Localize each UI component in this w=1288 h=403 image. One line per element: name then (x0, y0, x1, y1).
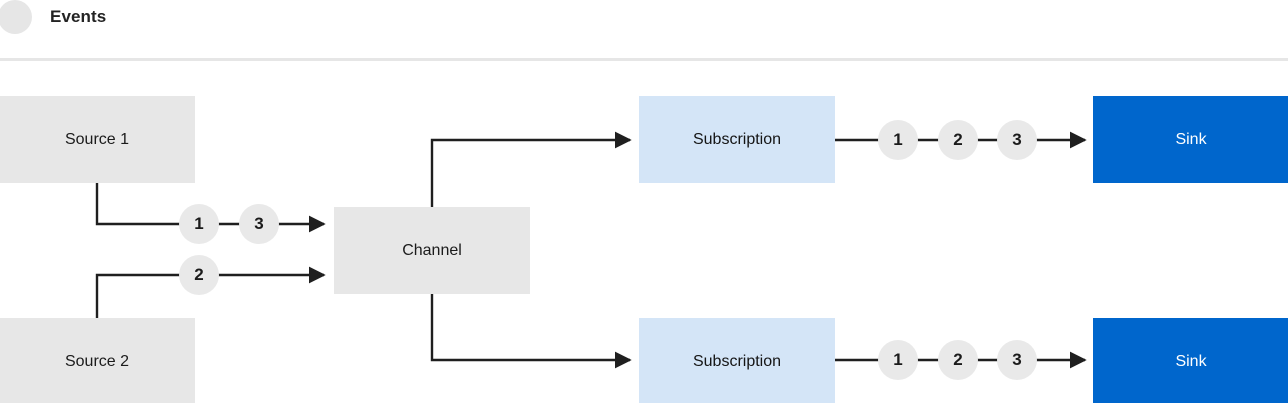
wire-channel-to-subscription-top (430, 131, 632, 207)
node-source-2-label: Source 2 (64, 352, 130, 370)
event-token-value: 2 (194, 265, 204, 284)
event-token: 1 (878, 120, 918, 160)
node-source-1-label: Source 1 (64, 130, 130, 148)
node-subscription-bottom-label: Subscription (692, 352, 782, 370)
event-token: 2 (938, 120, 978, 160)
node-channel-label: Channel (402, 241, 462, 259)
node-sink-bottom[interactable]: Sink (1093, 318, 1288, 403)
event-token: 3 (239, 204, 279, 244)
event-token: 1 (179, 204, 219, 244)
node-sink-bottom-label: Sink (1175, 352, 1207, 370)
event-token-value: 2 (953, 130, 963, 149)
node-sink-top[interactable]: Sink (1093, 96, 1288, 183)
node-subscription-bottom[interactable]: Subscription (639, 318, 835, 403)
node-sink-top-label: Sink (1175, 130, 1207, 148)
node-subscription-top[interactable]: Subscription (639, 96, 835, 183)
legend: Events (0, 0, 106, 34)
node-source-2[interactable]: Source 2 (0, 318, 195, 403)
node-subscription-top-label: Subscription (692, 130, 782, 148)
event-token: 1 (878, 340, 918, 380)
event-token-value: 1 (893, 130, 903, 149)
event-token: 3 (997, 120, 1037, 160)
node-channel[interactable]: Channel (334, 207, 530, 294)
event-token-value: 3 (1012, 350, 1022, 369)
event-token-value: 2 (953, 350, 963, 369)
event-token-value: 3 (1012, 130, 1022, 149)
event-token: 2 (938, 340, 978, 380)
wire-channel-to-subscription-bottom (430, 294, 632, 369)
event-token: 3 (997, 340, 1037, 380)
event-token: 2 (179, 255, 219, 295)
event-circle-icon (0, 0, 32, 34)
node-source-1[interactable]: Source 1 (0, 96, 195, 183)
event-token-value: 3 (254, 214, 264, 233)
legend-label: Events (50, 7, 107, 26)
event-token-value: 1 (194, 214, 204, 233)
event-token-value: 1 (893, 350, 903, 369)
header-divider (0, 58, 1288, 61)
